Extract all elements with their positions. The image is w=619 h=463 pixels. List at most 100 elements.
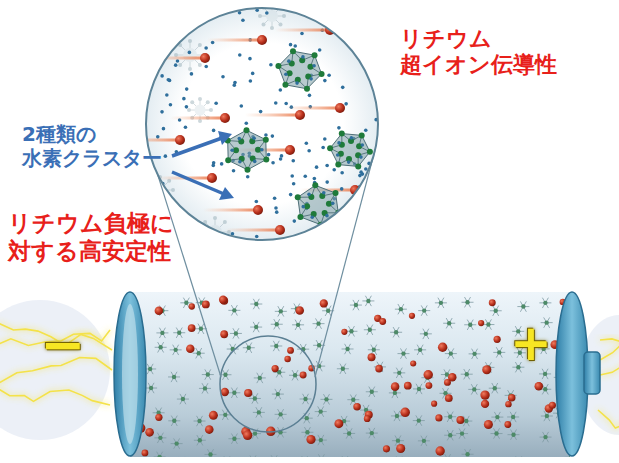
ion-trail [170,117,225,120]
cluster-core [173,348,177,352]
atom [213,244,217,248]
cluster-core [417,418,421,422]
cluster-core [172,419,176,423]
atom [258,14,262,18]
hydrogen-atom [362,11,366,15]
mini-cluster [219,410,231,420]
mini-cluster [250,299,262,309]
atom [223,220,227,224]
ion-trail [225,229,280,232]
hydrogen-atom [284,102,288,106]
mini-cluster [393,368,405,378]
bond [399,456,402,457]
lithium-ion [257,35,267,45]
boron-atom [263,156,269,162]
hydrogen-atom [255,235,259,239]
mini-cluster [414,345,426,355]
hydrogen-atom [260,148,264,152]
mini-cluster [194,416,206,426]
cluster-core [521,304,525,308]
lithium-ion [253,205,263,215]
zoom-spot [220,336,316,432]
mini-cluster [275,409,287,419]
hydrogen-atom [307,149,311,153]
lithium-ion [244,389,252,397]
atom [378,46,382,50]
lightning-bolt [600,343,619,360]
positive-cap [556,292,588,456]
cluster-core [324,397,328,401]
mini-cluster [228,305,240,315]
lithium-ion [145,428,154,437]
hydrogen-atom [255,200,259,204]
battery [114,292,600,463]
atom [378,30,382,34]
hydrogen-atom [279,157,283,161]
lithium-ion [504,421,511,428]
negative-cap [114,292,146,456]
cluster-core [511,415,515,419]
terminal-sign: + [510,318,552,368]
hydrogen-atom [344,214,348,218]
hydrogen-atom [244,121,248,125]
mini-cluster [390,327,402,337]
mini-cluster [368,345,380,355]
hydrogen-atom [267,153,271,157]
mini-cluster [199,383,211,393]
hydrogen-atom [340,13,344,17]
cluster-core [199,327,203,331]
mini-cluster [350,300,362,310]
lithium-ion [189,303,195,309]
cluster-core [316,321,320,325]
mini-cluster [254,373,266,383]
mini-cluster [170,345,182,355]
cluster-core [448,433,452,437]
bond [362,235,371,244]
hydrogen-atom [151,198,155,202]
cluster-core [317,343,321,347]
boron-atom [282,82,288,88]
atom [369,242,373,246]
hydrogen-atom [184,126,188,130]
lens-rim [146,8,378,240]
bond [215,232,216,246]
lithium-ion [272,365,279,372]
boron-atom [290,48,296,54]
pointer-arrow [172,138,222,156]
lithium-ion [295,110,305,120]
mini-cluster [292,320,304,330]
hydrogen-atom [327,74,331,78]
lithium-ion [404,382,412,390]
cluster-core [341,367,345,371]
cluster-core [543,301,547,305]
lithium-ion [435,446,444,455]
atom [187,108,191,112]
hydrogen-atom [325,214,329,218]
bond [372,40,384,41]
atom [373,233,377,237]
mini-cluster [320,394,332,404]
hydrogen-atom [280,154,284,158]
ion-trail [203,209,258,212]
mini-cluster [176,457,188,458]
mini-cluster [297,344,309,354]
hydrogen-atom [273,197,277,201]
cluster-core [157,455,161,457]
bond [205,232,215,242]
hydrogen-atom [325,180,329,184]
hydrogen-atom [310,216,314,220]
hydrogen-atom [301,205,305,209]
hydrogen-atom [361,143,365,147]
lithium-ion [368,353,376,361]
hydrogen-atom [368,25,372,29]
mini-cluster [271,319,283,329]
bond [201,232,215,233]
hydrogen-atom [265,11,269,15]
mini-cluster [443,318,455,328]
mini-cluster [442,454,454,457]
cluster-core [394,330,398,334]
cluster-core [372,348,376,352]
cluster-core [396,438,400,442]
bond [353,226,362,235]
atom [213,216,217,220]
